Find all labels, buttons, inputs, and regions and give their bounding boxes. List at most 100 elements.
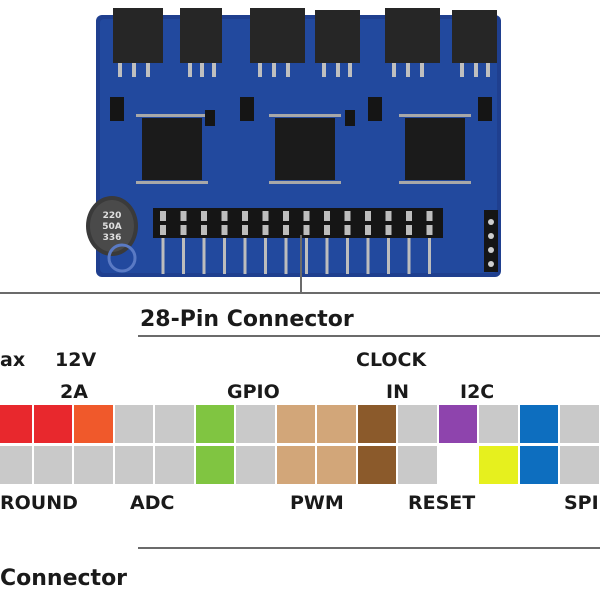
header-pin xyxy=(344,225,351,235)
pin-bottom-10 xyxy=(356,445,397,485)
header-pin xyxy=(242,225,248,235)
pin-bottom-3 xyxy=(73,445,114,485)
label-max: ax xyxy=(0,349,26,371)
header-pin-leg xyxy=(182,238,185,274)
header-title: 28-Pin Connector xyxy=(140,307,354,332)
pin-bottom-12 xyxy=(437,445,478,485)
header-pin-leg xyxy=(305,238,308,274)
label-ground: ROUND xyxy=(0,492,78,514)
pin-bottom-5 xyxy=(154,445,195,485)
chip-pins xyxy=(136,114,471,184)
header-pin xyxy=(201,211,207,221)
pin-top-2 xyxy=(32,404,73,444)
header-pin xyxy=(365,225,371,235)
pin-top-5 xyxy=(154,404,195,444)
header-pin xyxy=(283,211,289,221)
header-pin xyxy=(221,211,228,221)
label-spi: SPI xyxy=(564,492,599,514)
circuit-board-photo: 220 50A 336 xyxy=(86,8,501,277)
pin-top-8 xyxy=(275,404,316,444)
header-pin xyxy=(262,211,269,221)
label-2a: 2A xyxy=(60,381,88,403)
header-pin xyxy=(242,211,248,221)
pin-top-3 xyxy=(73,404,114,444)
pin-top-4 xyxy=(113,404,154,444)
pin-bottom-15 xyxy=(559,445,600,485)
pin-top-13 xyxy=(478,404,519,444)
header-pin-leg xyxy=(223,238,226,274)
pin-bottom-7 xyxy=(235,445,276,485)
label-pwm: PWM xyxy=(290,492,344,514)
header-pin-leg xyxy=(325,238,329,274)
capacitor: 220 50A 336 xyxy=(86,196,138,256)
header-pin xyxy=(180,225,187,235)
pin-bottom-14 xyxy=(518,445,559,485)
header-pin-leg xyxy=(387,238,390,274)
header-pin xyxy=(221,225,228,235)
pin-bottom-8 xyxy=(275,445,316,485)
top-connector-pins xyxy=(118,63,490,77)
top-divider-line xyxy=(0,292,600,294)
capacitor-text-1: 220 xyxy=(103,211,122,221)
pin-bottom-9 xyxy=(316,445,357,485)
pin-bottom-2 xyxy=(32,445,73,485)
pin-bottom-13 xyxy=(478,445,519,485)
pin-bottom-6 xyxy=(194,445,235,485)
pin-bottom-11 xyxy=(397,445,438,485)
label-reset: RESET xyxy=(408,492,476,514)
header-pin xyxy=(262,225,269,235)
header-pin xyxy=(385,211,392,221)
header-pin xyxy=(180,211,187,221)
header-pin-leg xyxy=(202,238,206,274)
header-pin xyxy=(426,211,433,221)
header-pin xyxy=(303,225,310,235)
pin-top-12 xyxy=(437,404,478,444)
header-pin xyxy=(324,225,330,235)
header-pin xyxy=(283,225,289,235)
header-pin xyxy=(303,211,310,221)
vertical-leader-line xyxy=(300,235,302,293)
pin-top-14 xyxy=(518,404,559,444)
header-underline xyxy=(138,335,600,337)
capacitor-text-2: 50A xyxy=(102,222,122,232)
header-pin-leg xyxy=(243,238,247,274)
header-pin xyxy=(160,225,166,235)
header-pin xyxy=(385,225,392,235)
header-pin xyxy=(324,211,330,221)
header-pin-leg xyxy=(284,238,288,274)
label-gpio: GPIO xyxy=(227,381,280,403)
pin-top-7 xyxy=(235,404,276,444)
header-pin xyxy=(160,211,166,221)
header-pin xyxy=(406,225,412,235)
footer-title: Connector xyxy=(0,566,128,591)
capacitor-text-3: 336 xyxy=(103,233,122,243)
ic-chips xyxy=(142,118,465,180)
header-pin-leg xyxy=(264,238,267,274)
header-pin-leg xyxy=(161,238,165,274)
pin-top-15 xyxy=(559,404,600,444)
header-pins xyxy=(160,211,433,274)
header-pin-leg xyxy=(346,238,349,274)
pin-top-11 xyxy=(397,404,438,444)
label-i2c: I2C xyxy=(460,381,495,403)
pin-bottom-1 xyxy=(0,445,33,485)
label-adc: ADC xyxy=(130,492,175,514)
pin-top-9 xyxy=(316,404,357,444)
resistors xyxy=(110,97,492,126)
pin-top-10 xyxy=(356,404,397,444)
side-header xyxy=(484,210,498,272)
header-pin-leg xyxy=(366,238,370,274)
header-pin xyxy=(406,211,412,221)
mounting-hole xyxy=(107,243,137,273)
label-clock: CLOCK xyxy=(356,349,427,371)
pin-bottom-4 xyxy=(113,445,154,485)
bottom-divider-line xyxy=(138,547,600,549)
label-clock-in: IN xyxy=(386,381,409,403)
header-pin xyxy=(365,211,371,221)
header-pin xyxy=(344,211,351,221)
pin-top-6 xyxy=(194,404,235,444)
header-pin-leg xyxy=(407,238,411,274)
header-pin xyxy=(201,225,207,235)
pin-header xyxy=(153,208,443,238)
pin-top-1 xyxy=(0,404,33,444)
